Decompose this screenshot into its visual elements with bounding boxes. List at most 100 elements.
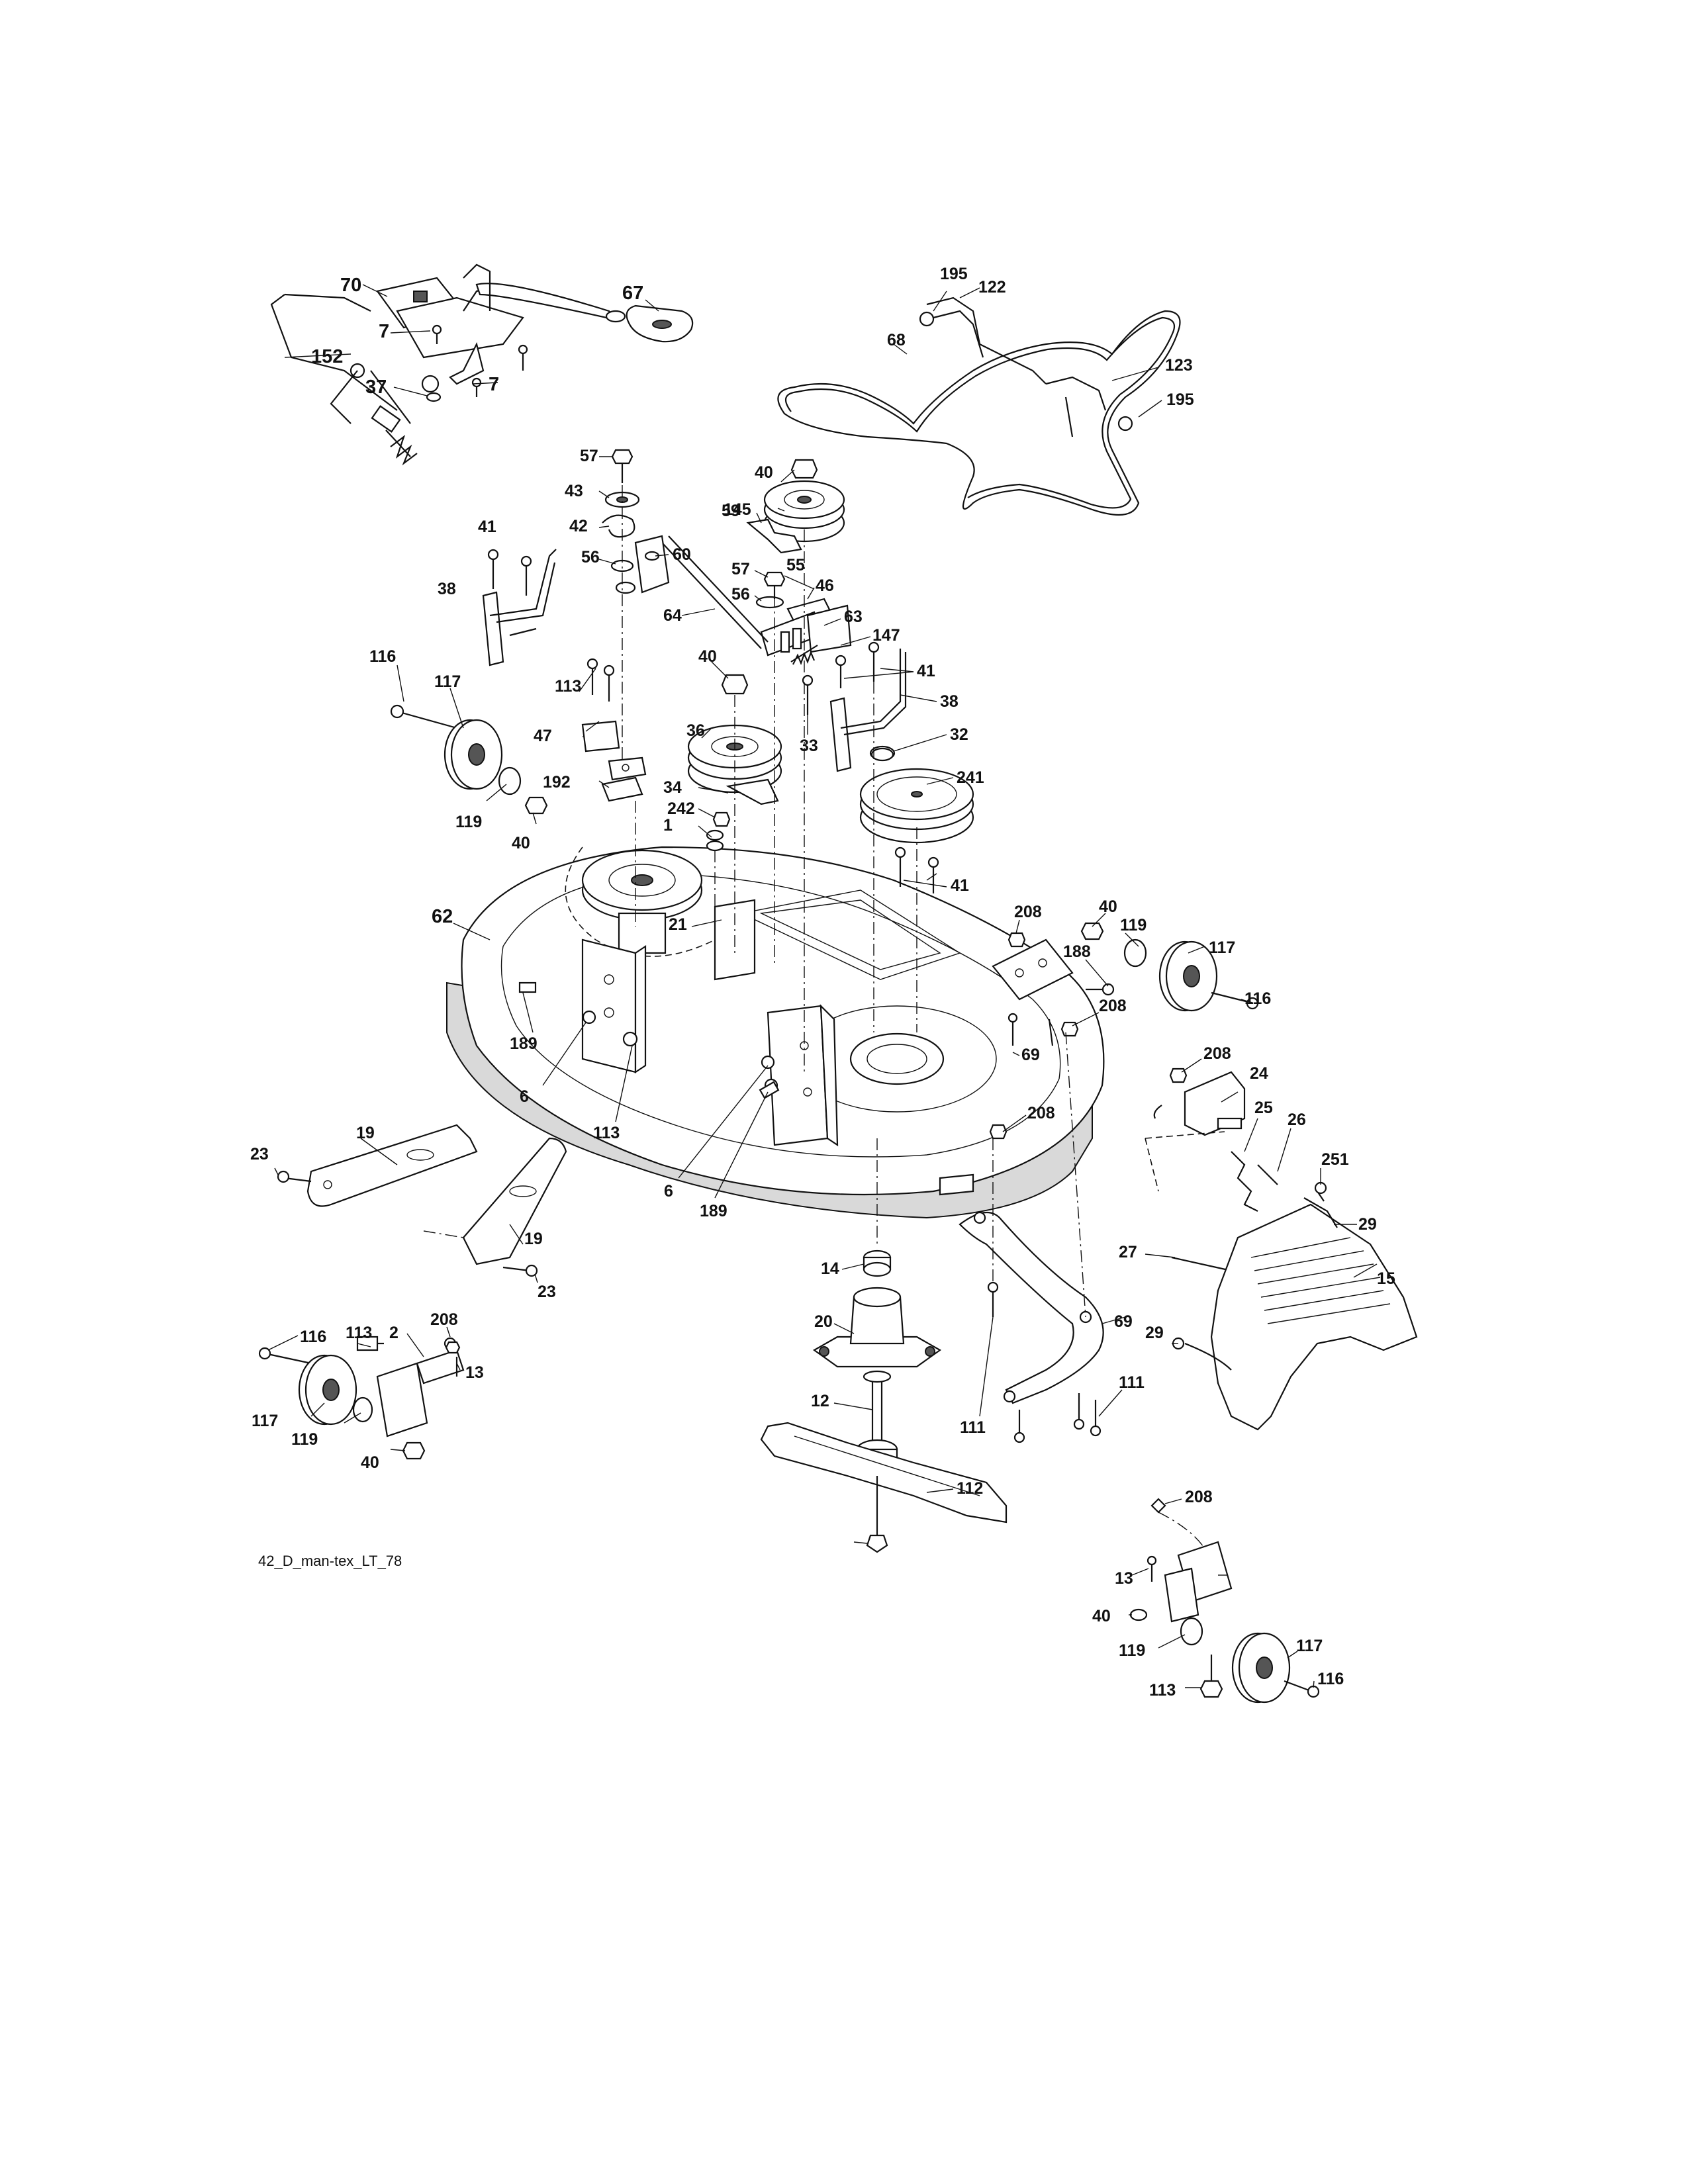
callout-208: 188 [1063, 942, 1091, 961]
callout-2b: 13 [1115, 1569, 1133, 1588]
assembly-lines [622, 463, 1086, 1318]
belt-guides [919, 296, 1133, 437]
callout-116d: 116 [1317, 1670, 1344, 1688]
callout-41: 41 [478, 518, 496, 536]
callout-36: 36 [686, 721, 705, 740]
callout-59: 59 [722, 502, 740, 520]
callout-242: 1 [663, 816, 673, 835]
callout-33: 32 [950, 725, 968, 744]
callout-21e: 208 [430, 1310, 458, 1329]
callout-19b: 23 [538, 1283, 556, 1301]
callout-189: 6 [520, 1087, 529, 1106]
callout-56: 56 [581, 548, 600, 567]
callout-32: 241 [957, 768, 984, 787]
callout-119: 119 [455, 813, 482, 831]
stabilizer-bars [277, 1124, 567, 1277]
callout-21b: 208 [1099, 997, 1127, 1015]
guide-bracket-38-right [829, 641, 907, 772]
callout-19: 23 [250, 1145, 269, 1163]
fasteners-241-242 [706, 811, 731, 852]
callout-251b: 29 [1145, 1324, 1164, 1342]
callout-43: 43 [565, 482, 583, 500]
callout-7b: 7 [489, 374, 499, 395]
callout-40c: 40 [698, 647, 717, 666]
callout-70: 70 [340, 275, 361, 296]
discharge-chute [1145, 1071, 1418, 1431]
idler-pulley-36 [687, 674, 782, 805]
deck-hanger [959, 1211, 1104, 1443]
callout-46: 46 [816, 576, 834, 595]
callout-47: 47 [534, 727, 552, 745]
nuts-21 [445, 932, 1188, 1354]
deck-fasteners [518, 981, 780, 1099]
reference-code: 42_D_man-tex_LT_78 [258, 1553, 402, 1569]
deck-spindle-pulley [581, 849, 703, 954]
callout-117c: 117 [252, 1412, 278, 1430]
callout-113b: 113 [593, 1124, 620, 1142]
callout-117d: 117 [1296, 1637, 1323, 1655]
bolts-lower [802, 674, 939, 893]
callout-68: 68 [887, 331, 906, 349]
callout-63: 63 [844, 608, 863, 626]
callout-119c: 119 [291, 1430, 318, 1449]
center-deck-bracket [764, 1004, 839, 1147]
callout-119d: 119 [1119, 1641, 1145, 1660]
callout-116: 116 [369, 647, 396, 666]
callout-38: 38 [438, 580, 456, 598]
callout-117: 117 [434, 672, 461, 691]
knob [626, 304, 694, 343]
callout-40b: 40 [512, 834, 530, 852]
callout-1: 62 [432, 906, 453, 927]
callout-192: 192 [543, 773, 571, 792]
callout-116c: 116 [300, 1328, 326, 1346]
pulley-32 [859, 745, 974, 844]
callout-62: 21 [669, 915, 687, 934]
bracket-192 [581, 658, 647, 802]
callout-20: 69 [1114, 1312, 1133, 1331]
callout-64: 64 [663, 606, 682, 625]
callout-27: 15 [1377, 1269, 1395, 1288]
callout-11: 112 [957, 1479, 983, 1498]
callout-251: 29 [1358, 1215, 1377, 1234]
callout-113c: 113 [346, 1324, 372, 1342]
callout-189b: 6 [664, 1182, 673, 1201]
callout-69b: 111 [1119, 1373, 1145, 1392]
gauge-wheel-right-upper [1080, 922, 1259, 1012]
callout-13: 12 [811, 1392, 829, 1410]
callout-145: 145 [724, 500, 751, 519]
callout-37: 37 [365, 377, 387, 398]
gauge-wheel-left-lower [258, 1336, 465, 1460]
callout-14: 20 [814, 1312, 833, 1331]
callout-38b: 38 [940, 692, 959, 711]
callout-40: 40 [755, 463, 773, 482]
callout-6b: 19 [524, 1230, 543, 1248]
callout-113d: 113 [1149, 1681, 1176, 1700]
mower-blade [760, 1422, 1008, 1553]
callout-15: 14 [821, 1259, 839, 1278]
callout-119b: 119 [1120, 916, 1147, 934]
drive-belt [777, 310, 1181, 516]
callout-55: 55 [786, 556, 805, 574]
gauge-wheel-right-lower [1129, 1498, 1320, 1704]
callout-21: 208 [1014, 903, 1042, 921]
idler-arm [661, 518, 852, 666]
callout-2: 13 [465, 1363, 484, 1382]
bolt-57-right [763, 571, 786, 599]
callout-26: 251 [1321, 1150, 1349, 1169]
idler-pulley-145 [763, 480, 845, 543]
callout-24: 25 [1254, 1099, 1273, 1117]
callout-34: 33 [800, 737, 818, 755]
callout-57: 57 [580, 447, 598, 465]
callout-188: 189 [510, 1034, 538, 1053]
callout-labels: 70 67 7 152 37 7 195 122 68 123 195 57 4… [250, 265, 1395, 1700]
callout-56b: 56 [731, 585, 750, 604]
callout-6: 19 [356, 1124, 375, 1142]
callout-40e: 40 [361, 1453, 379, 1472]
callout-69c: 111 [960, 1418, 986, 1437]
callout-40f: 40 [1092, 1607, 1111, 1625]
callout-152: 152 [311, 346, 343, 367]
callout-188b: 189 [700, 1202, 727, 1220]
callout-60: 60 [673, 545, 691, 564]
right-deck-bracket [939, 938, 1074, 1196]
